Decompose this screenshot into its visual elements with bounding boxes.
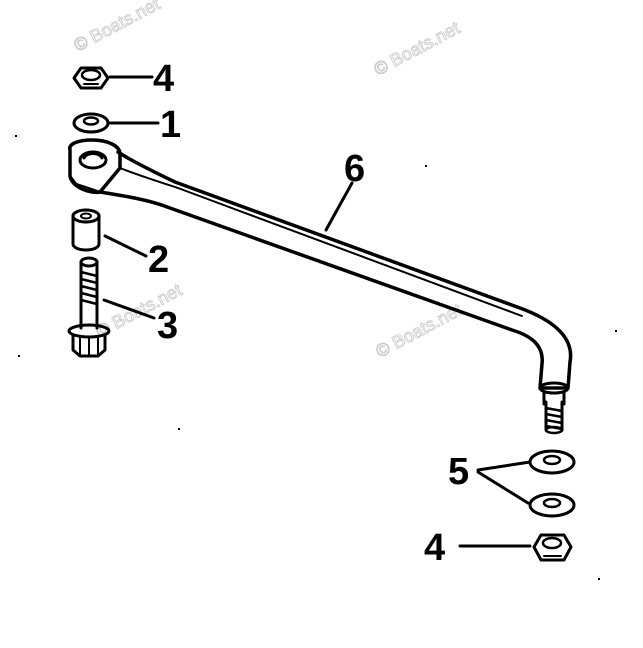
bolt xyxy=(67,256,111,358)
spacer-bushing xyxy=(71,208,101,252)
watermark-top-right: © Boats.net xyxy=(370,18,463,80)
callout-spacer: 2 xyxy=(148,239,169,281)
leader-lines xyxy=(102,75,532,548)
hex-nut-top xyxy=(72,66,110,90)
callout-link-rod: 6 xyxy=(344,148,365,190)
hex-nut-bottom xyxy=(532,533,573,562)
callout-washer-top: 1 xyxy=(160,104,181,146)
washer-bottom-lower xyxy=(528,492,576,518)
callouts: 4 1 2 3 6 5 4 xyxy=(148,58,469,569)
callout-washers-bottom: 5 xyxy=(448,451,469,493)
washer-top xyxy=(72,112,110,134)
watermarks: © Boats.net © Boats.net © Boats.net © Bo… xyxy=(70,0,465,362)
callout-nut-top: 4 xyxy=(153,58,174,100)
callout-bolt: 3 xyxy=(157,305,178,347)
link-rod xyxy=(68,138,573,435)
watermark-top-left: © Boats.net xyxy=(70,0,163,56)
washer-bottom-upper xyxy=(528,449,576,475)
callout-nut-bottom: 4 xyxy=(424,527,445,569)
scan-specks xyxy=(15,135,617,580)
